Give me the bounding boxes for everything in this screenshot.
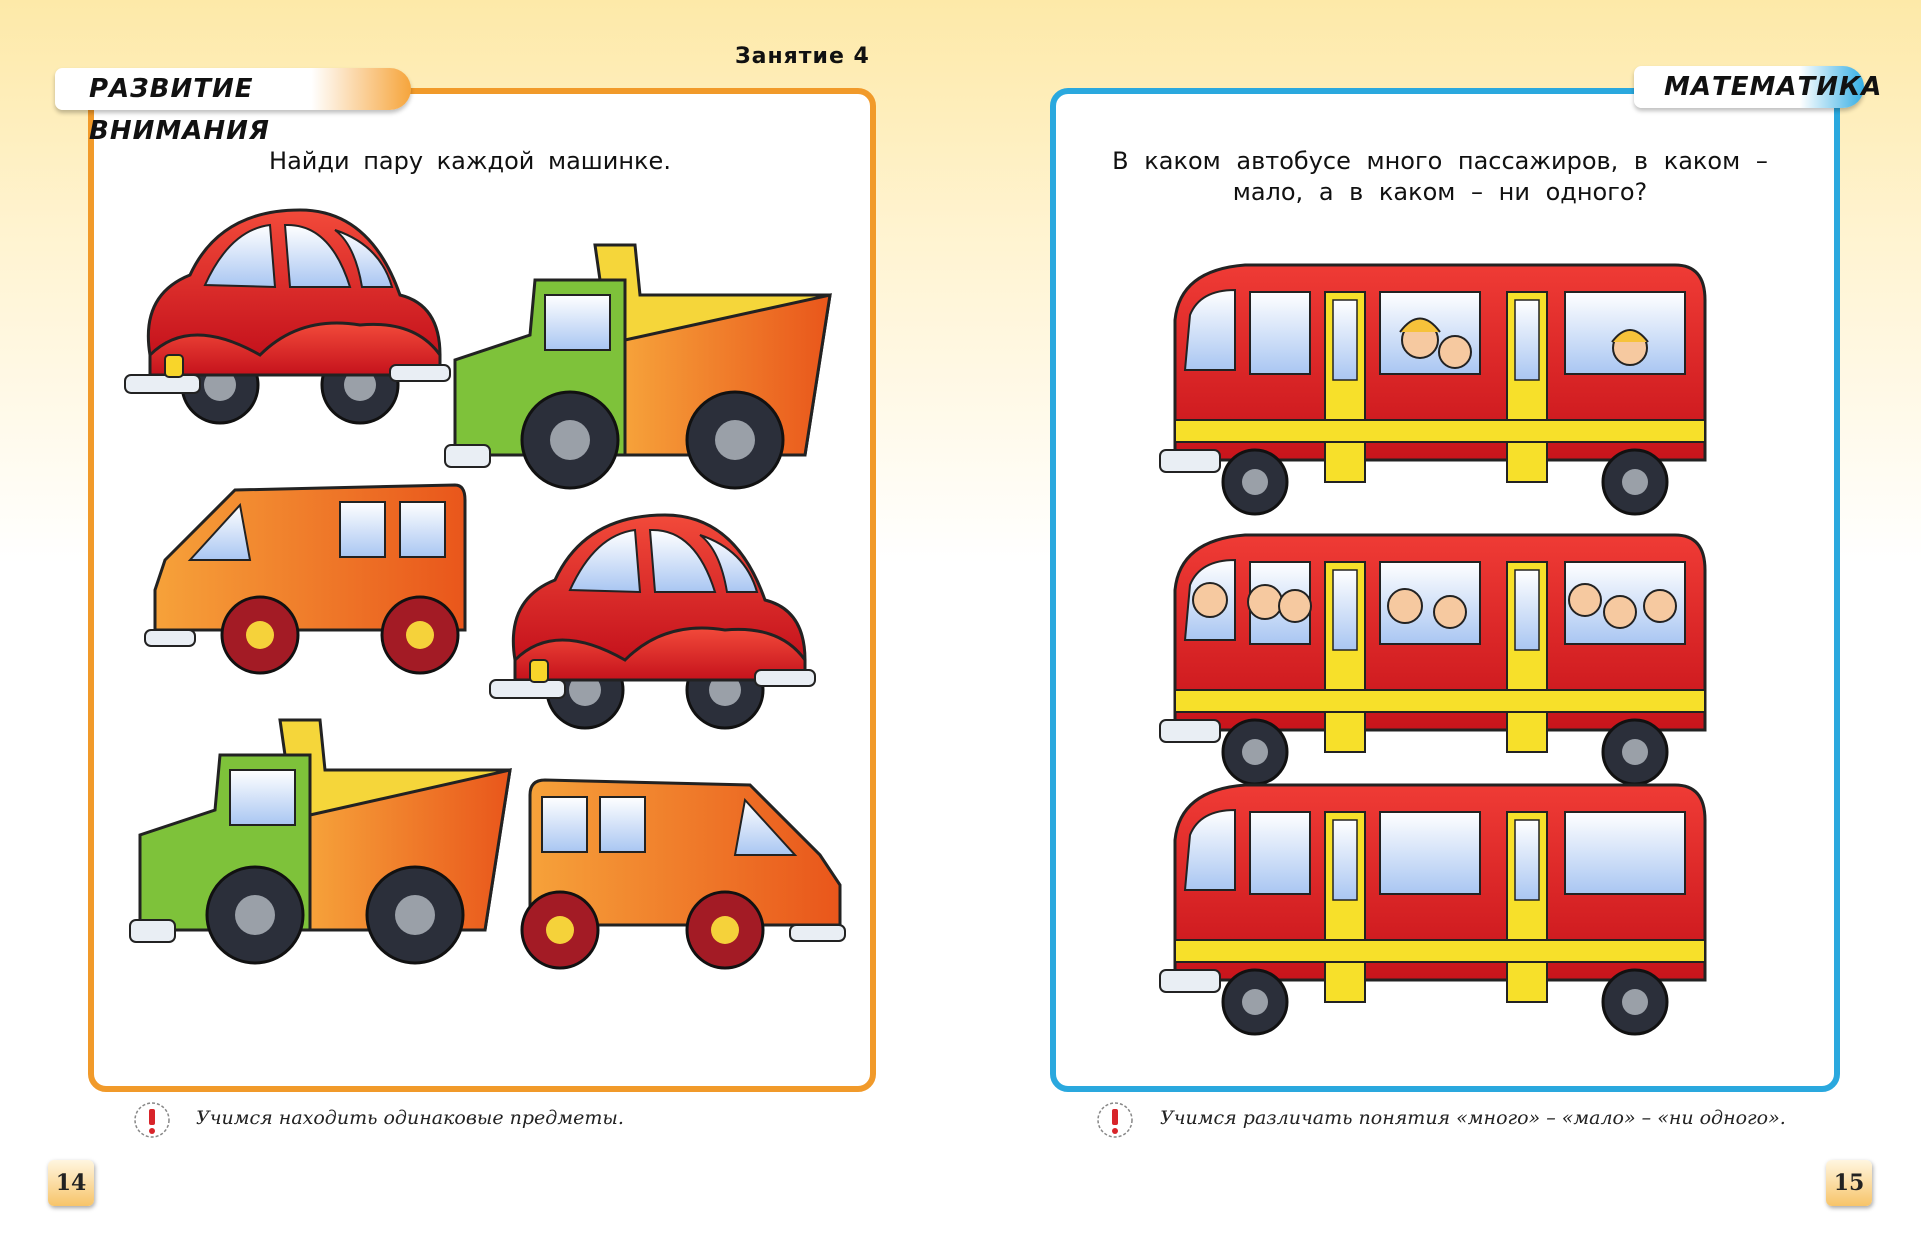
red-car-1[interactable] — [124, 208, 451, 425]
right-note: Учимся различать понятия «много» – «мало… — [1160, 1107, 1786, 1129]
adult-note-icon-left — [134, 1102, 170, 1138]
right-task-line-1: В каком автобусе много пассажиров, в как… — [1112, 147, 1768, 175]
lesson-title: Занятие 4 — [735, 44, 870, 69]
buses-illustration — [1159, 263, 1707, 1036]
page-number-right: 15 — [1826, 1160, 1872, 1206]
section-tag-attention: РАЗВИТИЕ ВНИМАНИЯ — [55, 68, 411, 146]
bus-empty[interactable] — [1159, 783, 1707, 1036]
section-tag-math: МАТЕМАТИКА — [1634, 66, 1881, 108]
bus-many-passengers[interactable] — [1159, 533, 1707, 786]
left-note: Учимся находить одинаковые предметы. — [196, 1107, 624, 1129]
right-task-line-2: мало, а в каком – ни одного? — [1232, 178, 1648, 206]
left-task-text: Найди пару каждой машинке. — [269, 147, 671, 175]
adult-note-icon-right — [1097, 1102, 1133, 1138]
vehicles-illustration — [124, 208, 846, 970]
page-number-left: 14 — [48, 1160, 94, 1206]
right-task-text: В каком автобусе много пассажиров, в как… — [1090, 146, 1790, 208]
green-dump-truck-2[interactable] — [129, 718, 512, 965]
green-dump-truck-1[interactable] — [444, 243, 832, 490]
red-car-2[interactable] — [489, 513, 816, 730]
bus-few-passengers[interactable] — [1159, 263, 1707, 516]
orange-van-2[interactable] — [520, 778, 846, 970]
orange-van-1[interactable] — [144, 483, 467, 675]
